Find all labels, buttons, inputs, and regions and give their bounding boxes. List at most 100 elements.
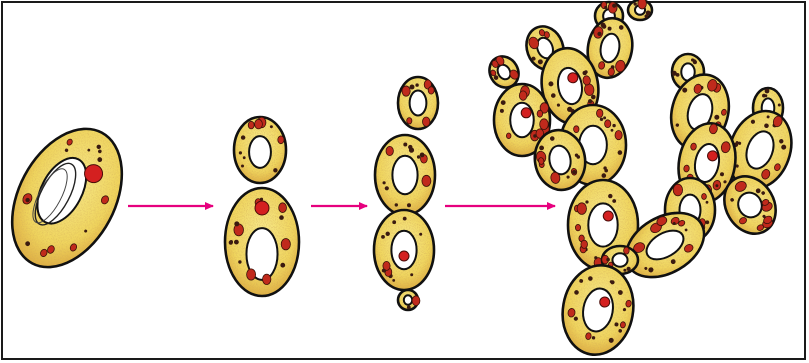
dark-granule (627, 267, 631, 271)
red-granule (506, 133, 511, 139)
red-granule (581, 240, 588, 248)
dark-granule (778, 104, 781, 107)
vacuole (588, 203, 617, 246)
nucleus (255, 201, 269, 215)
colony-cell (556, 260, 641, 361)
red-granule (428, 87, 434, 94)
dark-granule (395, 203, 398, 206)
dark-granule (672, 71, 677, 76)
red-granule (247, 269, 256, 280)
dark-granule (606, 258, 610, 262)
red-granule (605, 120, 611, 128)
dark-granule (602, 173, 607, 178)
red-granule (608, 2, 617, 13)
red-granule (407, 118, 412, 124)
dark-granule (407, 203, 411, 207)
dark-granule (612, 199, 616, 203)
dark-granule (705, 220, 709, 224)
dark-granule (243, 156, 246, 159)
dark-granule (645, 14, 649, 18)
dark-granule (533, 134, 536, 137)
dark-granule (410, 85, 415, 90)
dark-granule (385, 186, 389, 190)
red-granule (402, 86, 410, 96)
red-granule (638, 0, 647, 9)
vacuole (612, 253, 627, 266)
red-granule (519, 91, 527, 100)
dark-granule (280, 263, 285, 268)
dark-granule (623, 269, 626, 272)
red-granule (673, 184, 682, 196)
chain-cell (398, 77, 438, 129)
dark-granule (241, 135, 245, 139)
dark-granule (634, 2, 637, 5)
dark-granule (612, 124, 615, 127)
dark-granule (381, 235, 385, 239)
dark-granule (410, 273, 413, 276)
dark-granule (706, 201, 709, 204)
dark-granule (611, 129, 614, 132)
vacuole (510, 103, 534, 138)
dark-granule (229, 240, 233, 244)
red-granule (423, 117, 430, 126)
dark-granule (594, 256, 597, 259)
red-granule (597, 109, 603, 117)
red-granule (279, 203, 287, 213)
red-granule (702, 194, 707, 200)
dark-granule (383, 181, 386, 184)
dark-granule (392, 220, 396, 224)
dark-granule (407, 305, 411, 309)
dark-granule (608, 194, 612, 198)
dark-granule (603, 116, 606, 119)
dark-granule (234, 221, 239, 226)
dark-granule (500, 109, 504, 113)
dark-granule (612, 4, 616, 8)
red-granule (386, 146, 393, 155)
red-granule (624, 247, 630, 254)
red-granule (281, 239, 290, 250)
chain-cell (374, 210, 434, 290)
dark-granule (386, 232, 390, 236)
nucleus (399, 251, 409, 261)
dark-granule (762, 94, 766, 98)
dark-granule (241, 165, 244, 168)
red-granule (540, 119, 549, 130)
dark-granule (618, 150, 623, 155)
red-granule (422, 175, 431, 186)
colony-cell (628, 0, 652, 20)
red-granule (615, 131, 622, 140)
dark-granule (239, 151, 242, 154)
dark-granule (270, 125, 273, 128)
dark-granule (383, 269, 386, 272)
dark-granule (403, 143, 407, 147)
dark-granule (420, 153, 425, 158)
dark-granule (693, 59, 696, 62)
vacuole (391, 231, 416, 269)
single-cell (0, 110, 144, 286)
red-granule (620, 321, 626, 328)
red-granule (278, 136, 284, 144)
nucleus (603, 211, 613, 221)
vacuole (249, 136, 271, 168)
dark-granule (403, 217, 407, 221)
red-granule (255, 119, 263, 129)
chain-cell (398, 290, 420, 310)
dark-granule (501, 100, 506, 105)
red-granule (263, 274, 271, 284)
red-granule (537, 110, 543, 117)
vacuole (392, 156, 417, 194)
dark-granule (604, 169, 608, 173)
dark-granule (765, 89, 770, 94)
dark-granule (409, 148, 414, 153)
dark-granule (646, 11, 650, 15)
budding-cell (225, 188, 299, 296)
vacuole (404, 295, 412, 305)
red-granule (575, 224, 580, 230)
vacuole (410, 91, 427, 116)
dark-granule (419, 233, 422, 236)
dark-granule (273, 168, 277, 172)
dark-granule (415, 83, 418, 86)
dark-granule (279, 215, 284, 220)
